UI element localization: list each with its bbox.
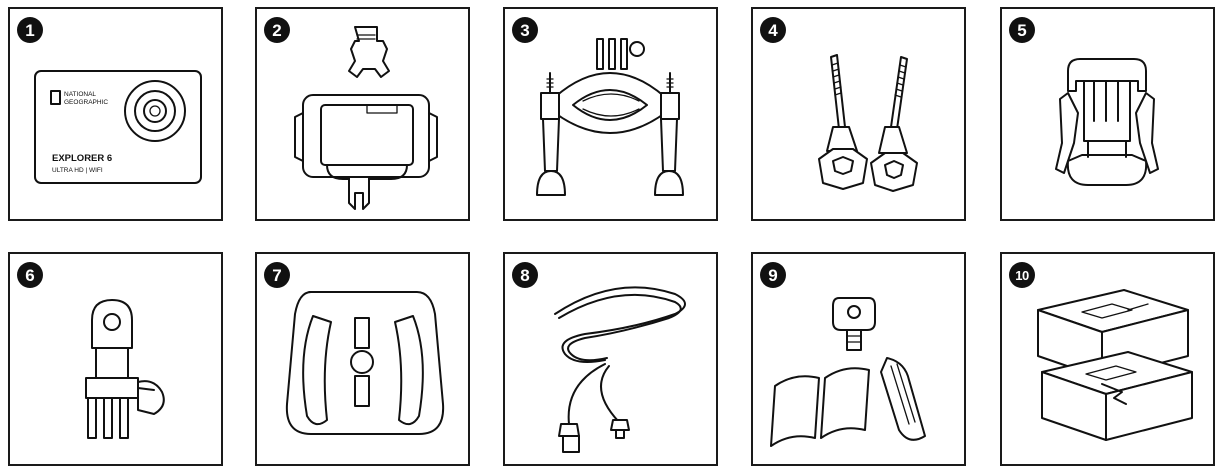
camera-specs: ULTRA HD | WIFI <box>52 167 103 174</box>
thumb-screws-illustration <box>818 54 918 192</box>
camera-brand-line2: GEOGRAPHIC <box>64 99 108 106</box>
part-cell-7: 7 <box>255 252 470 466</box>
part-cell-5: 5 <box>1000 7 1215 221</box>
item-number-badge: 5 <box>1009 17 1035 43</box>
part-cell-10: 10 <box>1000 252 1215 466</box>
item-number-badge: 2 <box>264 17 290 43</box>
part-cell-1: NATIONAL GEOGRAPHIC EXPLORER 6 ULTRA HD … <box>8 7 223 221</box>
item-number-badge: 3 <box>512 17 538 43</box>
item-number-badge: 10 <box>1009 262 1035 288</box>
flat-adhesive-mount-illustration <box>285 291 445 435</box>
camera-brand-line1: NATIONAL <box>64 91 96 98</box>
usb-cable-illustration <box>554 286 686 453</box>
camera-model: EXPLORER 6 <box>52 153 112 164</box>
pivot-arm-illustration <box>85 299 165 439</box>
part-cell-4: 4 <box>751 7 966 221</box>
camera-illustration: NATIONAL GEOGRAPHIC EXPLORER 6 ULTRA HD … <box>34 70 202 184</box>
item-number-badge: 6 <box>17 262 43 288</box>
part-cell-8: 8 <box>503 252 718 466</box>
tripod-adapter-and-straps-illustration <box>770 297 926 447</box>
housing-and-clip-illustration <box>294 26 438 210</box>
item-number-badge: 9 <box>760 262 786 288</box>
item-number-badge: 8 <box>512 262 538 288</box>
handlebar-mount-illustration <box>536 38 684 196</box>
item-number-badge: 4 <box>760 17 786 43</box>
part-cell-9: 9 <box>751 252 966 466</box>
part-cell-3: 3 <box>503 7 718 221</box>
part-cell-6: 6 <box>8 252 223 466</box>
item-number-badge: 1 <box>17 17 43 43</box>
buckle-mount-illustration <box>1055 58 1159 186</box>
batteries-illustration <box>1037 289 1193 441</box>
part-cell-2: 2 <box>255 7 470 221</box>
item-number-badge: 7 <box>264 262 290 288</box>
